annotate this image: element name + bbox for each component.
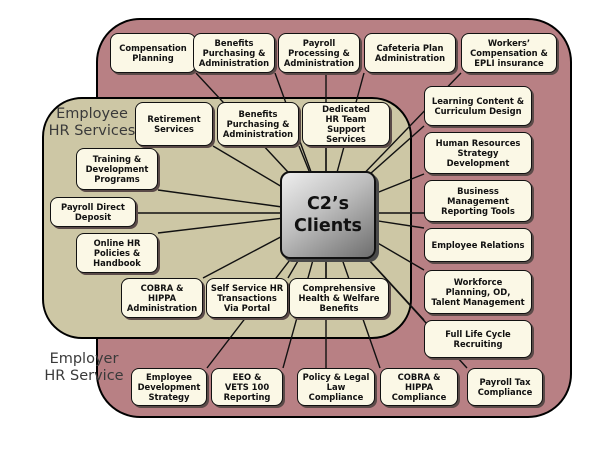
c2-clients-hub: C2’s Clients bbox=[280, 171, 376, 259]
service-box-label: Human Resources Strategy Development bbox=[435, 138, 521, 168]
service-box-label: Self Service HR Transactions Via Portal bbox=[210, 283, 284, 313]
service-box-workforce-planning: Workforce Planning, OD, Talent Managemen… bbox=[424, 270, 532, 314]
service-box-label: Comprehensive Health & Welfare Benefits bbox=[298, 283, 380, 313]
service-box-payroll-processing: Payroll Processing & Administration bbox=[278, 33, 360, 73]
service-box-benefits-purchasing-top: Benefits Purchasing & Administration bbox=[193, 33, 275, 73]
service-box-label: EEO & VETS 100 Reporting bbox=[223, 372, 271, 402]
service-box-label: Employee Relations bbox=[431, 240, 525, 250]
service-box-dedicated-hr-team: Dedicated HR Team Support Services bbox=[302, 102, 390, 146]
service-box-full-life-cycle: Full Life Cycle Recruiting bbox=[424, 320, 532, 358]
service-box-label: Benefits Purchasing & Administration bbox=[198, 38, 270, 68]
service-box-label: Workforce Planning, OD, Talent Managemen… bbox=[431, 277, 525, 307]
service-box-label: Business Management Reporting Tools bbox=[441, 186, 515, 216]
service-box-label: Online HR Policies & Handbook bbox=[93, 238, 141, 268]
service-box-training-development: Training & Development Programs bbox=[76, 148, 158, 190]
service-box-comprehensive-health: Comprehensive Health & Welfare Benefits bbox=[289, 278, 389, 318]
service-box-learning-content: Learning Content & Curriculum Design bbox=[424, 86, 532, 126]
service-box-cobra-hippa-compliance: COBRA & HIPPA Compliance bbox=[380, 368, 458, 406]
service-box-payroll-tax: Payroll Tax Compliance bbox=[467, 368, 543, 406]
service-box-hr-strategy: Human Resources Strategy Development bbox=[424, 132, 532, 174]
service-box-workers-compensation: Workers’ Compensation & EPLI insurance bbox=[461, 33, 557, 73]
service-box-label: Payroll Tax Compliance bbox=[477, 377, 533, 397]
service-box-label: Training & Development Programs bbox=[85, 154, 149, 184]
service-box-label: Retirement Services bbox=[147, 114, 201, 134]
service-box-business-management-tools: Business Management Reporting Tools bbox=[424, 180, 532, 222]
service-box-label: Benefits Purchasing & Administration bbox=[222, 109, 294, 139]
service-box-label: Full Life Cycle Recruiting bbox=[445, 329, 511, 349]
service-box-label: COBRA & HIPPA Compliance bbox=[391, 372, 447, 402]
employee-hr-services-label: Employee HR Services bbox=[48, 106, 136, 139]
service-box-label: Dedicated HR Team Support Services bbox=[322, 104, 370, 144]
service-box-benefits-purchasing-inner: Benefits Purchasing & Administration bbox=[217, 102, 299, 146]
service-box-employee-development: Employee Development Strategy bbox=[131, 368, 207, 406]
service-box-cafeteria-plan: Cafeteria Plan Administration bbox=[364, 33, 456, 73]
service-box-self-service-hr: Self Service HR Transactions Via Portal bbox=[206, 278, 288, 318]
service-box-label: Learning Content & Curriculum Design bbox=[431, 96, 525, 116]
service-box-eeo-vets: EEO & VETS 100 Reporting bbox=[211, 368, 283, 406]
service-box-payroll-direct-deposit: Payroll Direct Deposit bbox=[50, 197, 136, 227]
service-box-label: COBRA & HIPPA Administration bbox=[126, 283, 198, 313]
service-box-label: Payroll Processing & Administration bbox=[283, 38, 355, 68]
service-box-cobra-hippa-inner: COBRA & HIPPA Administration bbox=[121, 278, 203, 318]
service-box-retirement-services: Retirement Services bbox=[135, 102, 213, 146]
employer-hr-service-label: Employer HR Service bbox=[44, 351, 124, 384]
service-box-label: Policy & Legal Law Compliance bbox=[302, 372, 370, 402]
service-box-label: Employee Development Strategy bbox=[137, 372, 201, 402]
service-box-policy-legal: Policy & Legal Law Compliance bbox=[297, 368, 375, 406]
service-box-label: Workers’ Compensation & EPLI insurance bbox=[470, 38, 548, 68]
service-box-label: Compensation Planning bbox=[119, 43, 187, 63]
service-box-employee-relations: Employee Relations bbox=[424, 228, 532, 262]
service-box-label: Payroll Direct Deposit bbox=[61, 202, 125, 222]
service-box-compensation-planning: Compensation Planning bbox=[110, 33, 196, 73]
service-box-label: Cafeteria Plan Administration bbox=[374, 43, 446, 63]
service-box-online-hr-policies: Online HR Policies & Handbook bbox=[76, 233, 158, 273]
